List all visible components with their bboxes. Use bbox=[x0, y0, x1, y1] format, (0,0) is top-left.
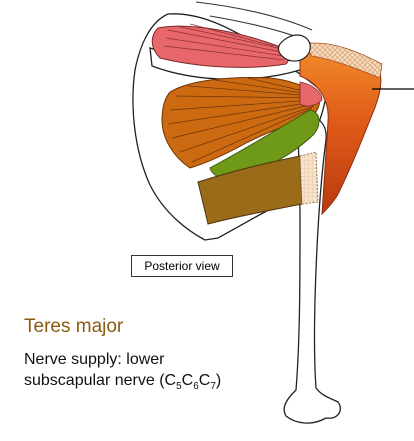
muscle-title: Teres major bbox=[24, 316, 124, 337]
supraspinatus-fibers bbox=[163, 23, 285, 61]
root-c-label: C bbox=[198, 372, 211, 389]
nerve-supply-text: Nerve supply: lower subscapular nerve (C… bbox=[24, 349, 221, 397]
root-c5: 5 bbox=[176, 381, 182, 393]
root-c6: 6 bbox=[193, 381, 199, 393]
nerve-supply-line-2: subscapular nerve (C5C6C7) bbox=[24, 370, 221, 397]
clavicle-outline bbox=[195, 1, 313, 31]
supraspinatus-muscle bbox=[151, 25, 290, 68]
infraspinatus-fibers bbox=[167, 77, 317, 163]
root-c-label: C bbox=[181, 372, 194, 389]
humerus bbox=[283, 115, 341, 424]
deltoid-origin-hatch bbox=[303, 42, 383, 79]
nerve-suffix: ) bbox=[215, 372, 222, 389]
infraspinatus-tendon bbox=[299, 81, 323, 107]
nerve-supply-line-1: Nerve supply: lower bbox=[24, 351, 165, 368]
nerve-name: subscapular nerve (C bbox=[24, 372, 177, 389]
posterior-view-label: Posterior view bbox=[131, 255, 233, 277]
teres-major-insertion bbox=[299, 151, 319, 205]
root-c7: 7 bbox=[210, 381, 216, 393]
acromion-head bbox=[277, 34, 311, 62]
